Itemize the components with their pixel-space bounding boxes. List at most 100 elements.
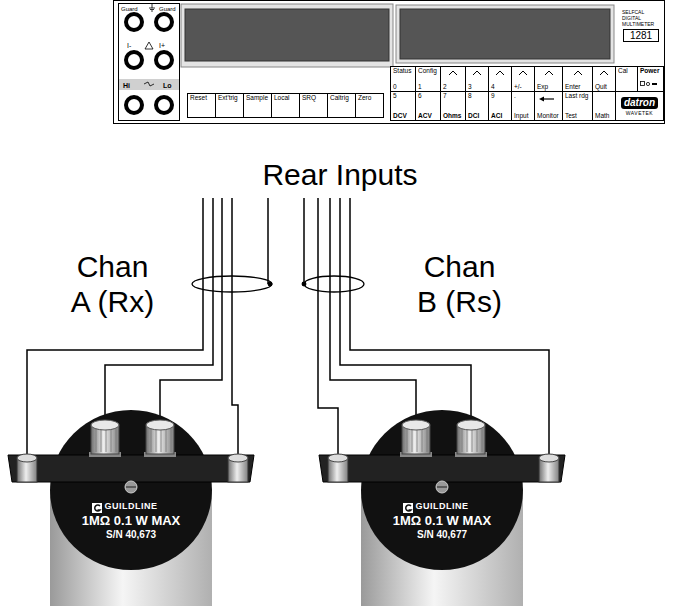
keypad-key: Monitor <box>534 91 563 121</box>
binding-post <box>126 14 172 113</box>
meter-body <box>113 0 673 124</box>
keypad-key: Config 1 <box>415 66 441 92</box>
cable-shield <box>192 276 272 292</box>
power-switch-symbol <box>646 82 649 85</box>
cable-shield <box>302 282 306 286</box>
keypad-key: Status0 <box>390 66 416 92</box>
brand-text: datron <box>621 97 658 109</box>
key-legend: Config <box>418 68 437 75</box>
keypad-key: 4 <box>488 66 512 92</box>
key-legend: Monitor <box>537 113 559 120</box>
resistor-top <box>50 410 212 570</box>
brand-text: WAVETEK <box>626 111 653 116</box>
key-legend: 2 <box>443 84 447 91</box>
power-switch-symbol <box>640 81 658 87</box>
key-legend: Enter <box>565 84 581 91</box>
key-legend: Local <box>274 95 290 102</box>
binding-post <box>126 97 142 113</box>
keypad-key: Math <box>592 91 616 121</box>
key-legend: Ext'trig <box>218 95 238 102</box>
key-legend: Input <box>514 113 528 120</box>
key-legend: Caltrig <box>330 95 349 102</box>
meter-ground <box>113 0 673 124</box>
key-legend: 1 <box>418 84 422 91</box>
guard-post <box>228 454 248 462</box>
lid-screw <box>125 481 137 493</box>
function-key: SRQ <box>299 93 328 118</box>
keypad-key: Quit <box>592 66 616 92</box>
test-lead-wire <box>232 198 238 454</box>
caret-symbol <box>518 70 528 76</box>
model-number: 1281 <box>630 31 652 41</box>
test-lead-wire <box>318 198 338 454</box>
guard-post <box>17 454 248 482</box>
terminal-label: Guard <box>159 6 176 12</box>
function-key: Reset <box>187 93 216 118</box>
terminal-label: Guard <box>121 6 138 12</box>
terminal-symbol <box>149 4 155 11</box>
keypad-key: 8DCI <box>465 91 489 121</box>
terminal-label: Lo <box>163 82 172 89</box>
key-legend: 0 <box>393 84 397 91</box>
connection-caption: Rear Inputs <box>230 158 450 193</box>
standard-resistor-label: GUILDLINE1MΩ 0.1 W MAXS/N 40,673 <box>61 502 201 566</box>
lid-screw <box>126 486 136 487</box>
caret-symbol <box>574 71 582 75</box>
panel-text: SELFCAL DIGITAL MULTIMETER <box>622 9 664 27</box>
terminal-symbol <box>145 42 153 49</box>
binding-post <box>126 52 142 68</box>
display-frame <box>396 5 614 63</box>
resistor-marking: S/N 40,677 <box>417 530 467 540</box>
function-key: Sample <box>243 93 272 118</box>
caret-symbol <box>449 71 457 75</box>
key-legend: Quit <box>595 84 607 91</box>
power-switch-symbol <box>652 83 657 85</box>
keypad-key: Last rdgTest <box>562 91 593 121</box>
terminal-label: I- <box>127 42 131 49</box>
key-legend: Zero <box>358 95 371 102</box>
resistor-marking: GUILDLINE <box>416 502 469 511</box>
display-window <box>400 9 610 59</box>
caret-symbol <box>495 70 505 76</box>
key-legend: Last rdg <box>565 93 589 100</box>
keypad-key: 2 <box>440 66 466 92</box>
keypad-key: . Input <box>511 91 535 121</box>
key-legend: 6 <box>418 93 422 100</box>
knurled-terminal <box>146 420 174 430</box>
caret-symbol <box>519 71 527 75</box>
key-legend: Ohms <box>443 113 461 120</box>
key-legend: . <box>514 93 516 100</box>
display-frame <box>181 4 393 67</box>
model-number-badge: 1281 <box>623 29 659 42</box>
function-key: Zero <box>355 93 384 118</box>
display-window <box>185 9 389 61</box>
key-legend: +/- <box>514 84 522 91</box>
caret-symbol <box>573 70 583 76</box>
resistor-marking: 1MΩ 0.1 W MAX <box>82 514 181 527</box>
caret-symbol <box>473 71 481 75</box>
keypad-key: 6ACV <box>415 91 441 121</box>
function-key: Ext'trig <box>215 93 244 118</box>
knurled-terminal <box>96 429 116 452</box>
test-lead-wire <box>330 198 416 420</box>
channel-label: Chan A (Rx) <box>65 250 160 319</box>
power-switch-symbol <box>641 82 645 86</box>
key-legend: ACV <box>418 113 432 120</box>
test-lead-wire <box>303 198 305 284</box>
arrow-symbol <box>539 96 555 102</box>
standard-resistor <box>319 410 565 606</box>
test-lead-wire <box>160 198 222 420</box>
standard-resistor-label: GUILDLINE1MΩ 0.1 W MAXS/N 40,677 <box>372 502 512 566</box>
key-legend: Cal <box>618 68 628 75</box>
standard-resistor <box>8 410 254 606</box>
key-legend: Math <box>595 113 609 120</box>
caret-symbol <box>600 71 608 75</box>
key-legend: 3 <box>468 84 472 91</box>
key-legend: Reset <box>190 95 207 102</box>
key-legend: Exp <box>537 84 548 91</box>
cable-shield <box>268 282 272 286</box>
key-legend: DCV <box>393 113 407 120</box>
key-legend: 5 <box>393 93 397 100</box>
resistor-marking: GUILDLINE <box>105 502 158 511</box>
